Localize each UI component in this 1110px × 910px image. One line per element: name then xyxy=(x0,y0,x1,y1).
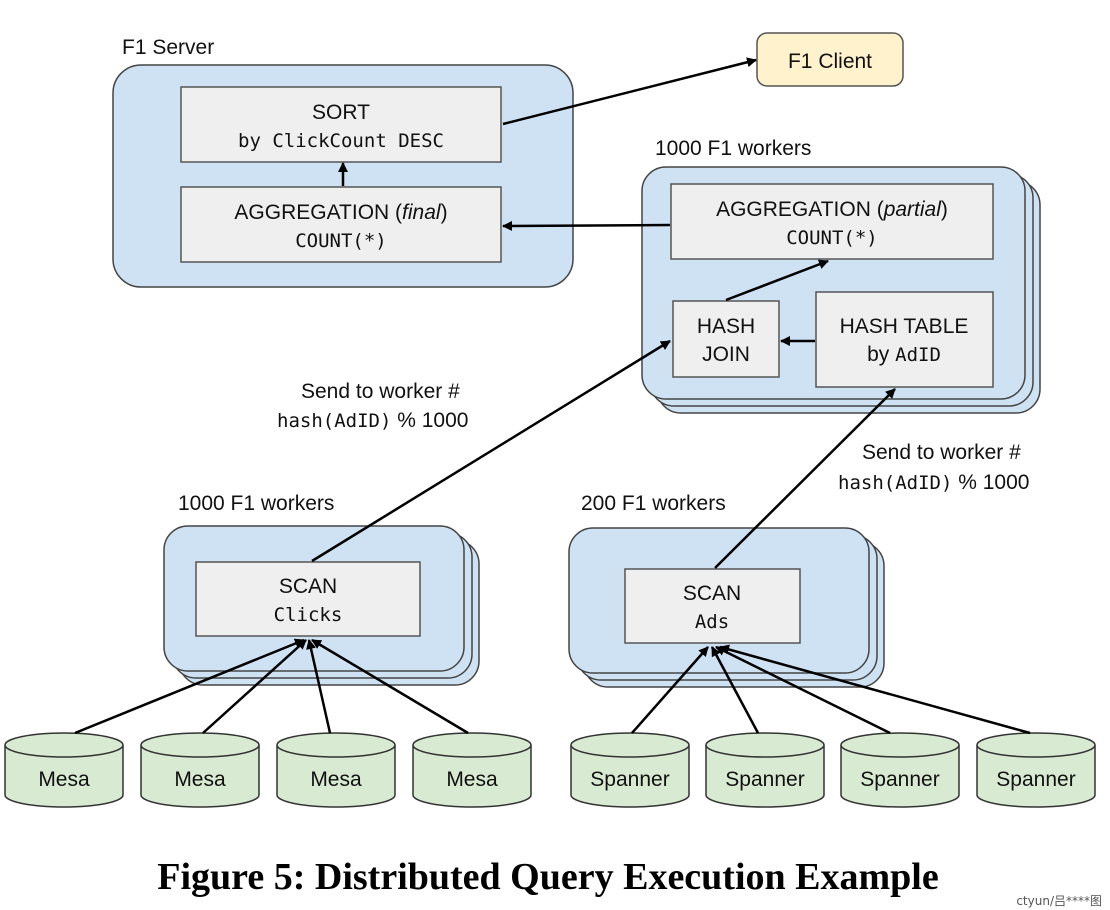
scan-ads-workers-group: 200 F1 workers SCAN Ads xyxy=(568,492,885,688)
hash-join-line2: JOIN xyxy=(702,343,750,366)
aggregation-partial-title: AGGREGATION (partial) xyxy=(716,198,948,221)
watermark: ctyun/吕****图 xyxy=(1016,894,1102,908)
arrow-scan-ads-to-hash-table xyxy=(714,388,896,569)
mesa-label: Mesa xyxy=(38,768,90,791)
mesa-cylinder: Mesa xyxy=(412,732,532,808)
mesa-cylinder: Mesa xyxy=(276,732,396,808)
hash-join-box xyxy=(672,300,780,378)
arrow-spanner-2-to-scan-ads xyxy=(710,646,760,734)
hash-table-detail: by AdID xyxy=(867,343,941,366)
arrow-spanner-4-to-scan-ads xyxy=(719,644,1031,735)
arrow-mesa-4-to-scan-clicks xyxy=(311,638,469,735)
aggregation-final-box xyxy=(180,186,502,263)
spanner-cylinder: Spanner xyxy=(705,732,825,808)
arrow-spanner-1-to-scan-ads xyxy=(631,646,709,734)
scan-clicks-table: Clicks xyxy=(274,604,343,626)
arrow-mesa-3-to-scan-clicks xyxy=(306,639,332,734)
spanner-sources: Spanner Spanner Spanner Spanner xyxy=(570,732,1096,808)
sort-operator-box xyxy=(180,86,502,163)
join-workers-group: 1000 F1 workers AGGREGATION (partial) CO… xyxy=(641,137,1041,414)
scan-clicks-title: SCAN xyxy=(279,575,337,598)
send-left-annotation: Send to worker # hash(AdID) % 1000 xyxy=(277,380,468,432)
sort-operator-detail: by ClickCount DESC xyxy=(238,130,444,152)
send-right-line2: hash(AdID) % 1000 xyxy=(838,471,1029,494)
f1-server-label: F1 Server xyxy=(122,36,214,59)
arrow-spanner-3-to-scan-ads xyxy=(715,645,891,735)
arrow-mesa-2-to-scan-clicks xyxy=(202,639,307,734)
send-right-annotation: Send to worker # hash(AdID) % 1000 xyxy=(838,441,1029,494)
spanner-cylinder: Spanner xyxy=(840,732,960,808)
mesa-label: Mesa xyxy=(446,768,498,791)
spanner-label: Spanner xyxy=(860,768,939,791)
arrow-aggregation-partial-to-final xyxy=(502,220,671,231)
scan-ads-table: Ads xyxy=(695,611,729,633)
join-workers-label: 1000 F1 workers xyxy=(655,137,811,160)
figure-caption: Figure 5: Distributed Query Execution Ex… xyxy=(157,856,938,898)
f1-client-box xyxy=(756,32,904,87)
hash-join-line1: HASH xyxy=(697,315,755,338)
spanner-cylinder: Spanner xyxy=(976,732,1096,808)
scan-ads-workers-label: 200 F1 workers xyxy=(581,492,726,515)
spanner-label: Spanner xyxy=(996,768,1075,791)
scan-clicks-box xyxy=(195,561,421,637)
send-left-line1: Send to worker # xyxy=(301,380,460,403)
spanner-cylinder: Spanner xyxy=(570,732,690,808)
scan-clicks-workers-label: 1000 F1 workers xyxy=(178,492,334,515)
arrow-hash-join-to-aggregation-partial xyxy=(725,259,829,302)
f1-server-group: F1 Server SORT by ClickCount DESC AGGREG… xyxy=(112,36,574,288)
send-left-line2: hash(AdID) % 1000 xyxy=(277,409,468,432)
arrow-scan-clicks-to-hash-join xyxy=(311,339,671,563)
spanner-label: Spanner xyxy=(590,768,669,791)
send-right-line1: Send to worker # xyxy=(862,441,1021,464)
arrow-sort-to-client xyxy=(502,57,757,126)
aggregation-partial-box xyxy=(670,183,994,260)
sort-operator-title: SORT xyxy=(312,101,370,124)
mesa-label: Mesa xyxy=(310,768,362,791)
f1-client-label: F1 Client xyxy=(788,50,872,73)
scan-ads-box xyxy=(624,568,801,644)
mesa-cylinder: Mesa xyxy=(140,732,260,808)
f1-client-node: F1 Client xyxy=(756,32,904,87)
scan-ads-title: SCAN xyxy=(683,582,741,605)
data-flow-arrows xyxy=(74,57,1031,735)
mesa-cylinder: Mesa xyxy=(4,732,124,808)
aggregation-final-detail: COUNT(*) xyxy=(295,230,387,252)
hash-table-box xyxy=(815,291,994,388)
arrow-mesa-1-to-scan-clicks xyxy=(74,638,305,735)
aggregation-final-title: AGGREGATION (final) xyxy=(234,201,447,224)
spanner-label: Spanner xyxy=(725,768,804,791)
mesa-label: Mesa xyxy=(174,768,226,791)
scan-clicks-workers-group: 1000 F1 workers SCAN Clicks xyxy=(163,492,480,686)
mesa-sources: Mesa Mesa Mesa Mesa xyxy=(4,732,532,808)
aggregation-partial-detail: COUNT(*) xyxy=(786,227,878,249)
hash-table-title: HASH TABLE xyxy=(840,315,969,338)
